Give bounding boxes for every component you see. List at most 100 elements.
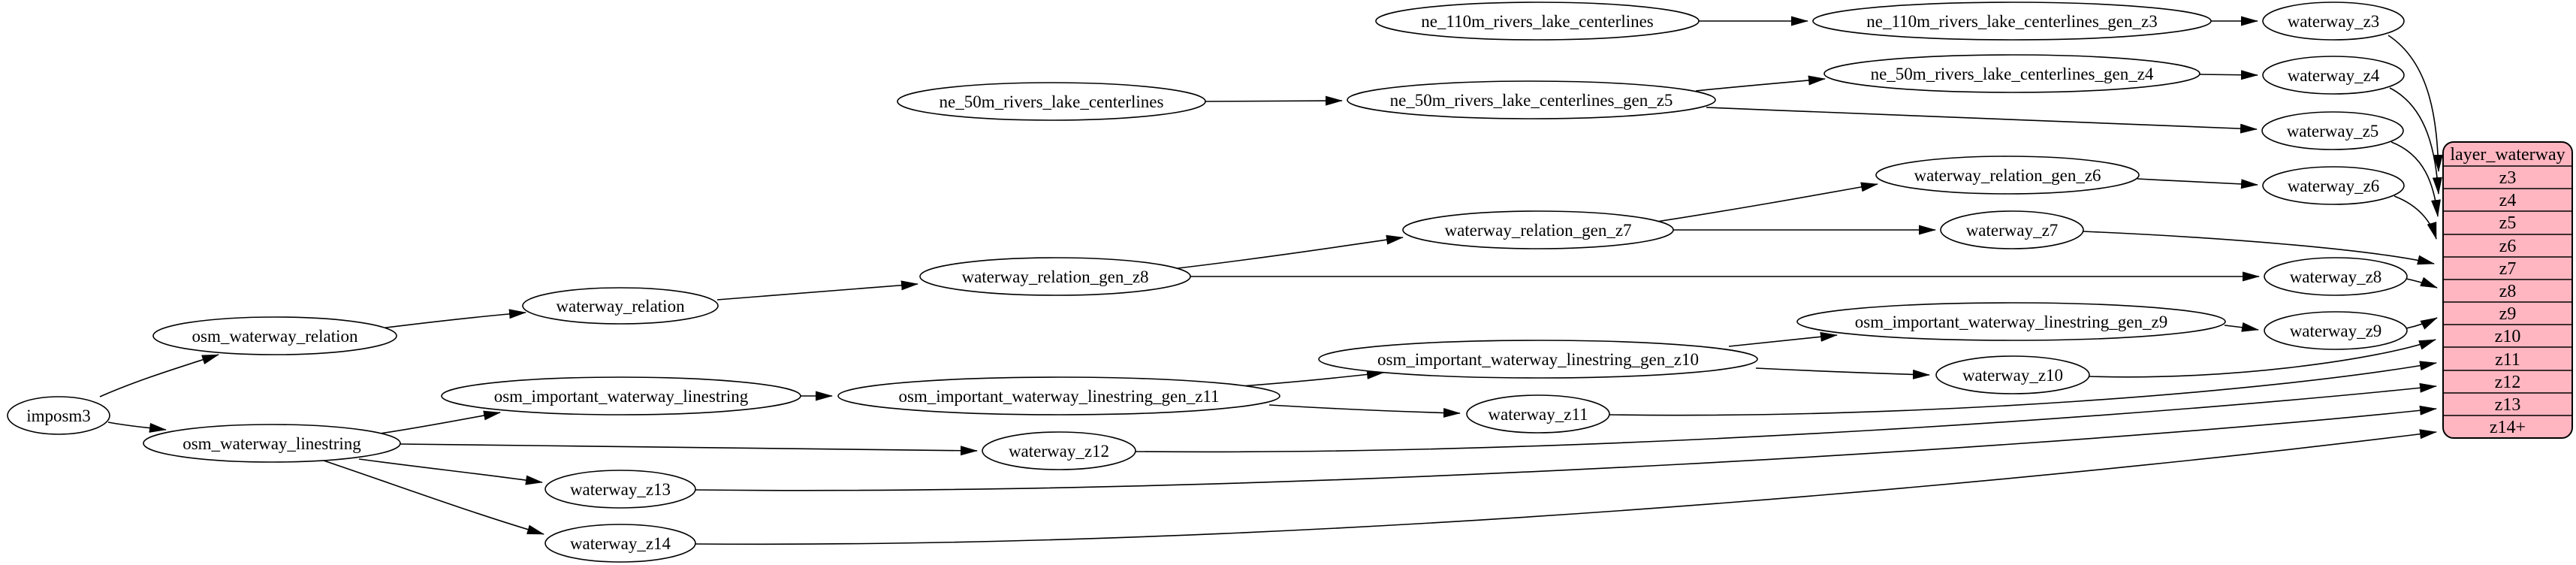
node-label: ne_50m_rivers_lake_centerlines_gen_z4 xyxy=(1871,65,2154,83)
edge-osm_waterway_linestring--osm_important_waterway_linestring xyxy=(379,410,501,434)
node-waterway_z14: waterway_z14 xyxy=(544,524,696,563)
node-osm_important_waterway_linestring_gen_z9: osm_important_waterway_linestring_gen_z9 xyxy=(1796,302,2226,341)
table-row-z8: z8 xyxy=(2499,282,2517,301)
edge-waterway_z13--row-z13 xyxy=(695,405,2437,491)
node-osm_important_waterway_linestring: osm_important_waterway_linestring xyxy=(441,376,801,415)
edge-waterway_z12--row-z12 xyxy=(1135,382,2437,453)
node-waterway_relation_gen_z8: waterway_relation_gen_z8 xyxy=(919,257,1191,296)
node-osm_important_waterway_linestring_gen_z10: osm_important_waterway_linestring_gen_z1… xyxy=(1318,340,1758,379)
node-ellipse xyxy=(1375,2,1700,41)
edge-ne_50m_rivers_lake_centerlines_gen_z5--ne_50m_rivers_lake_centerlines_gen_z4 xyxy=(1695,75,1826,92)
node-ellipse xyxy=(2262,166,2405,205)
table-row-z11: z11 xyxy=(2495,350,2520,370)
node-label: waterway_z5 xyxy=(2287,122,2379,140)
edge-waterway_z11--row-z11 xyxy=(1609,361,2437,416)
edge-waterway_z3--row-z3 xyxy=(2387,35,2443,172)
node-label: waterway_z14 xyxy=(570,534,671,553)
node-ne_110m_rivers_lake_centerlines: ne_110m_rivers_lake_centerlines xyxy=(1375,2,1700,41)
node-ellipse xyxy=(2261,111,2404,150)
node-waterway_z13: waterway_z13 xyxy=(544,470,696,509)
node-waterway_z6: waterway_z6 xyxy=(2262,166,2405,205)
edge-osm_important_waterway_linestring_gen_z10--waterway_z10 xyxy=(1755,367,1930,379)
node-ne_50m_rivers_lake_centerlines: ne_50m_rivers_lake_centerlines xyxy=(897,82,1206,121)
edge-waterway_relation_gen_z6--waterway_z6 xyxy=(2137,178,2258,189)
node-ellipse xyxy=(441,376,801,415)
node-label: osm_waterway_relation xyxy=(192,327,358,346)
node-ellipse xyxy=(1875,156,2140,195)
edge-imposm3--osm_waterway_linestring xyxy=(107,421,167,433)
edge-waterway_z6--row-z6 xyxy=(2394,195,2437,240)
node-label: osm_important_waterway_linestring_gen_z9 xyxy=(1855,313,2167,331)
edge-osm_waterway_linestring--waterway_z12 xyxy=(400,443,978,456)
node-ellipse xyxy=(522,287,719,325)
node-ellipse xyxy=(1466,394,1610,434)
node-ellipse xyxy=(2262,56,2405,95)
edge-waterway_z4--row-z4 xyxy=(2389,87,2442,195)
node-label: waterway_relation_gen_z8 xyxy=(961,267,1148,286)
node-label: waterway_z8 xyxy=(2290,267,2382,286)
node-label: ne_50m_rivers_lake_centerlines_gen_z5 xyxy=(1390,91,1673,110)
node-label: osm_waterway_linestring xyxy=(182,434,361,453)
edge-osm_important_waterway_linestring_gen_z11--osm_important_waterway_linestring_gen_z10 xyxy=(1240,370,1384,387)
node-ne_50m_rivers_lake_centerlines_gen_z4: ne_50m_rivers_lake_centerlines_gen_z4 xyxy=(1823,54,2200,93)
node-label: ne_50m_rivers_lake_centerlines xyxy=(940,92,1164,111)
edge-waterway_z5--row-z5 xyxy=(2390,141,2441,217)
node-label: waterway_z10 xyxy=(1962,366,2063,385)
table-row-z5: z5 xyxy=(2499,213,2517,233)
node-ellipse xyxy=(1940,210,2084,249)
table-background xyxy=(2442,141,2573,439)
node-ellipse xyxy=(897,82,1206,121)
node-label: waterway_relation xyxy=(556,297,685,316)
edge-osm_waterway_linestring--waterway_z13 xyxy=(358,458,543,485)
node-ellipse xyxy=(2262,2,2405,41)
node-ne_50m_rivers_lake_centerlines_gen_z5: ne_50m_rivers_lake_centerlines_gen_z5 xyxy=(1347,80,1716,119)
table-title: layer_waterway xyxy=(2450,145,2565,165)
node-label: ne_110m_rivers_lake_centerlines_gen_z3 xyxy=(1866,12,2157,31)
node-label: waterway_relation_gen_z6 xyxy=(1914,166,2101,185)
edge-ne_50m_rivers_lake_centerlines_gen_z5--waterway_z5 xyxy=(1706,107,2258,134)
edge-waterway_z7--row-z7 xyxy=(2083,231,2435,265)
edge-layer xyxy=(99,16,2443,545)
node-waterway_relation: waterway_relation xyxy=(522,287,719,325)
table-row-z6: z6 xyxy=(2499,237,2517,256)
node-waterway_z9: waterway_z9 xyxy=(2264,311,2408,350)
node-waterway_z11: waterway_z11 xyxy=(1466,394,1610,434)
node-label: waterway_relation_gen_z7 xyxy=(1444,221,1631,240)
node-waterway_z4: waterway_z4 xyxy=(2262,56,2405,95)
node-ellipse xyxy=(1402,210,1674,249)
table-row-z3: z3 xyxy=(2499,168,2517,188)
node-ellipse xyxy=(1347,80,1716,119)
edge-osm_important_waterway_linestring_gen_z10--osm_important_waterway_linestring_gen_z9 xyxy=(1728,331,1838,347)
table-row-z4: z4 xyxy=(2499,191,2517,210)
node-label: waterway_z4 xyxy=(2288,66,2380,85)
node-imposm3: imposm3 xyxy=(7,396,110,435)
edge-ne_50m_rivers_lake_centerlines_gen_z4--waterway_z4 xyxy=(2199,70,2258,80)
node-waterway_z10: waterway_z10 xyxy=(1935,355,2090,394)
edge-waterway_z10--row-z10 xyxy=(2089,339,2436,378)
node-ellipse xyxy=(982,431,1136,470)
node-label: waterway_z13 xyxy=(570,480,671,499)
node-waterway_z5: waterway_z5 xyxy=(2261,111,2404,150)
table-row-z9: z9 xyxy=(2499,304,2517,324)
edge-osm_important_waterway_linestring_gen_z11--waterway_z11 xyxy=(1268,404,1461,418)
node-ellipse xyxy=(919,257,1191,296)
node-label: waterway_z6 xyxy=(2288,177,2380,195)
edge-imposm3--osm_waterway_relation xyxy=(99,354,219,397)
node-label: waterway_z12 xyxy=(1009,442,1109,461)
node-ellipse xyxy=(544,470,696,509)
node-ellipse xyxy=(837,376,1280,415)
edge-waterway_relation_gen_z8--waterway_relation_gen_z7 xyxy=(1171,234,1404,270)
node-osm_waterway_linestring: osm_waterway_linestring xyxy=(143,424,401,463)
table-row-z14plus: z14+ xyxy=(2490,418,2526,437)
edge-waterway_z9--row-z9 xyxy=(2406,317,2438,330)
node-ellipse xyxy=(2264,257,2408,296)
node-label: osm_important_waterway_linestring xyxy=(494,387,749,406)
node-waterway_relation_gen_z6: waterway_relation_gen_z6 xyxy=(1875,156,2140,195)
node-ellipse xyxy=(1318,340,1758,379)
node-label: waterway_z11 xyxy=(1488,405,1588,424)
edge-waterway_z8--row-z8 xyxy=(2406,276,2438,289)
node-ellipse xyxy=(544,524,696,563)
table-layer_waterway: layer_waterway z3 z4 z5 z6 z7 z8 z9 z10 … xyxy=(2442,141,2573,439)
